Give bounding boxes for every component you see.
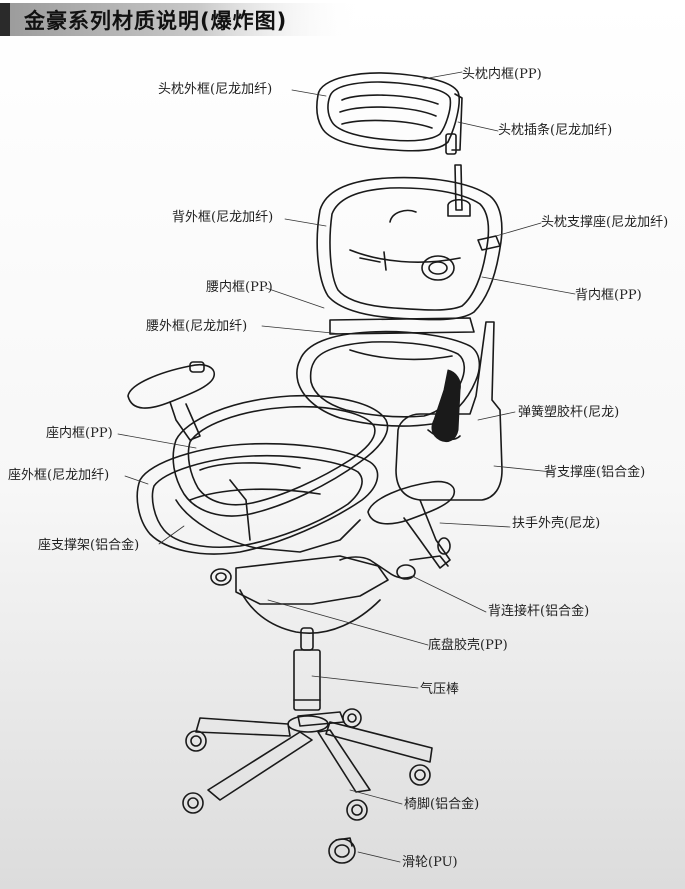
gas-lift-drawing	[293, 627, 321, 711]
label-seat-bracket: 座支撑架(铝合金)	[38, 538, 140, 553]
label-headrest-inner-frame: 头枕内框(PP)	[462, 67, 542, 82]
headrest-post-drawing	[447, 164, 471, 217]
seat-frame-drawing	[136, 394, 389, 555]
label-seat-outer-frame: 座外框(尼龙加纤)	[8, 468, 110, 483]
label-headrest-strip: 头枕插条(尼龙加纤)	[498, 123, 613, 138]
label-base-leg: 椅脚(铝合金)	[404, 797, 480, 812]
lumbar-frame-drawing	[296, 317, 481, 427]
label-headrest-outer-frame: 头枕外框(尼龙加纤)	[158, 82, 273, 97]
leader-lines	[117, 71, 576, 863]
label-back-link: 背连接杆(铝合金)	[488, 604, 590, 619]
label-back-support: 背支撑座(铝合金)	[544, 465, 646, 480]
label-back-inner-frame: 背内框(PP)	[575, 288, 642, 303]
base-drawing	[182, 708, 433, 821]
label-gas-lift: 气压棒	[420, 682, 460, 697]
caster-drawing	[328, 837, 356, 864]
label-back-outer-frame: 背外框(尼龙加纤)	[172, 210, 274, 225]
label-caster: 滑轮(PU)	[402, 855, 458, 870]
label-lumbar-outer-frame: 腰外框(尼龙加纤)	[146, 319, 248, 334]
label-seat-inner-frame: 座内框(PP)	[46, 426, 113, 441]
label-armrest-shell: 扶手外壳(尼龙)	[512, 516, 601, 531]
label-chassis-shell: 底盘胶壳(PP)	[428, 638, 508, 653]
armrest-right-drawing	[367, 480, 456, 569]
label-lumbar-inner-frame: 腰内框(PP)	[206, 280, 273, 295]
page-title: 金豪系列材质说明(爆炸图)	[24, 9, 288, 33]
back-support-drawing	[395, 321, 503, 501]
back-frame-drawing	[316, 176, 503, 321]
label-headrest-mount: 头枕支撑座(尼龙加纤)	[541, 215, 669, 230]
armrest-left-drawing	[127, 361, 215, 441]
headrest-drawing	[316, 72, 463, 155]
label-spring-rod: 弹簧塑胶杆(尼龙)	[518, 405, 620, 420]
chassis-drawing	[210, 555, 449, 634]
